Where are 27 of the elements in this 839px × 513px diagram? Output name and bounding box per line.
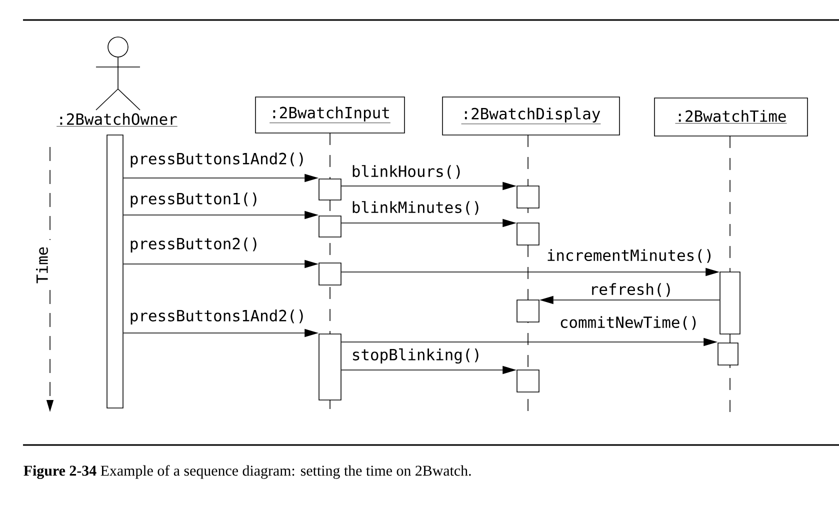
activation-bar (318, 216, 342, 238)
message-label: pressButtons1And2() (128, 152, 308, 168)
message-label: pressButton1() (128, 192, 261, 208)
message-label: blinkHours() (350, 164, 464, 180)
activation-bar (718, 342, 738, 366)
object-box: :2BwatchInput (255, 96, 405, 134)
object-box: :2BwatchTime (654, 98, 808, 136)
message-label: blinkMinutes() (350, 200, 483, 216)
caption: Figure 2-34 Example of a sequence diagram: setting the time on 2Bwatch. (24, 465, 471, 479)
activation-bar (106, 134, 124, 408)
activation-bar (516, 186, 540, 208)
activation-bar (516, 222, 540, 246)
message-label: refresh() (588, 282, 674, 298)
message-label: pressButton2() (128, 236, 261, 254)
activation-bar (516, 370, 540, 392)
message-label: incrementMinutes() (545, 248, 715, 264)
message-label: pressButtons1And2() (128, 308, 308, 326)
message-label: commitNewTime() (558, 315, 700, 331)
message-label: stopBlinking() (350, 347, 483, 365)
activation-bar (318, 334, 342, 400)
activation-bar (318, 178, 342, 200)
activation-bar (318, 262, 342, 286)
object-box: :2BwatchDisplay (442, 96, 620, 136)
axis-label: Time (36, 247, 48, 284)
actor-name: :2BwatchOwner (56, 113, 178, 127)
activation-bar (720, 272, 740, 334)
activation-bar (516, 300, 540, 322)
